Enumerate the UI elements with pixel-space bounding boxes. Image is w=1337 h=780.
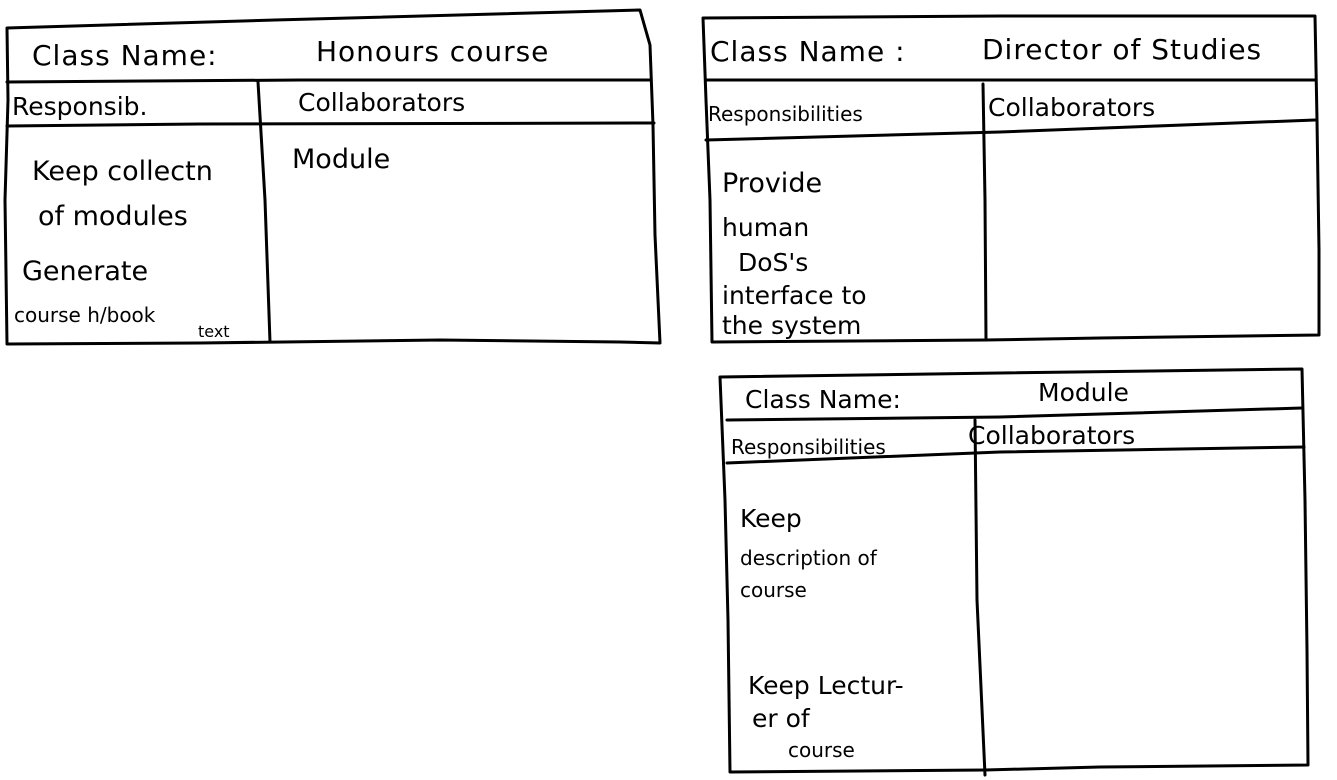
card-2-class-name: Director of Studies xyxy=(982,33,1263,66)
card-3-responsibility-line: course xyxy=(788,738,855,762)
card-1-collaborator-line: Module xyxy=(292,144,391,175)
card-1-responsibility-line: course h/book xyxy=(14,303,156,327)
card-3-responsibility-line: er of xyxy=(752,704,810,733)
card-1-collaborators-header: Collaborators xyxy=(298,88,466,117)
card-2-responsibilities-header: Responsibilities xyxy=(708,102,863,126)
card-2-responsibility-line: human xyxy=(722,213,810,242)
card-3-responsibility-line: Keep xyxy=(740,504,802,533)
card-1-responsibility-line: of modules xyxy=(38,201,188,232)
card-1-class-name: Honours course xyxy=(316,35,550,68)
card-3-responsibility-line: course xyxy=(740,578,807,602)
card-director-of-studies-frame xyxy=(701,14,1321,344)
card-2-responsibility-line: Provide xyxy=(722,168,823,199)
card-3-class-name-label: Class Name: xyxy=(745,385,901,414)
card-3-collaborators-header: Collaborators xyxy=(968,421,1136,450)
card-2-responsibility-line: interface to xyxy=(722,281,867,310)
card-module-frame xyxy=(718,367,1310,777)
card-1-responsibility-line: text xyxy=(198,322,230,341)
card-2-responsibility-line: DoS's xyxy=(738,248,809,277)
card-3-responsibility-line: Keep Lectur- xyxy=(748,671,904,700)
card-1-responsibility-line: Keep collectn xyxy=(32,156,213,187)
card-3-responsibilities-header: Responsibilities xyxy=(731,435,886,459)
card-honours-course-frame xyxy=(3,8,662,346)
card-3-class-name: Module xyxy=(1038,378,1129,407)
card-1-responsibilities-header: Responsib. xyxy=(12,92,148,121)
card-1-responsibility-line: Generate xyxy=(22,256,149,287)
card-1-class-name-label: Class Name: xyxy=(32,39,218,72)
card-2-class-name-label: Class Name : xyxy=(710,35,906,68)
card-3-responsibility-line: description of xyxy=(740,546,877,570)
card-2-responsibility-line: the system xyxy=(722,311,862,340)
card-2-collaborators-header: Collaborators xyxy=(988,93,1156,122)
